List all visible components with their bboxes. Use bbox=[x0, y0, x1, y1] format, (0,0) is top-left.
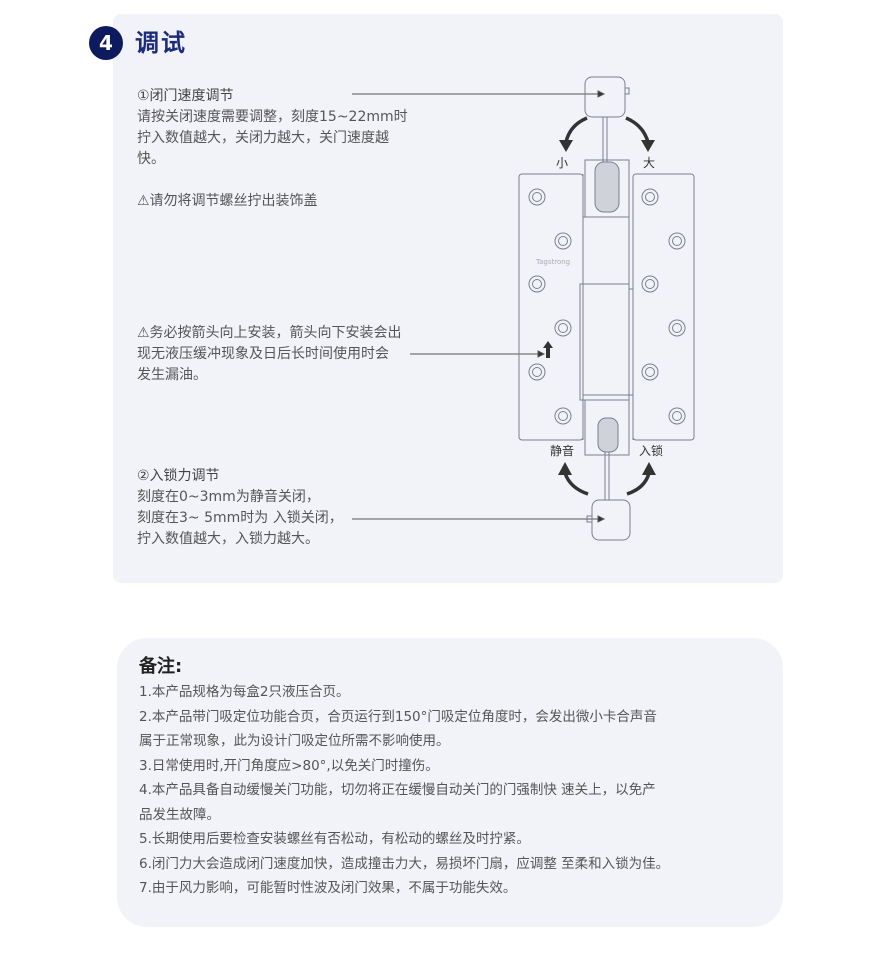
note-item: 属于正常现象，此为设计门吸定位所需不影响使用。 bbox=[139, 733, 450, 749]
speed-line: 拧入数值越大，关闭力越大，关门速度越 bbox=[137, 130, 389, 146]
note-item: 3.日常使用时,开门角度应>80°,以免关门时撞伤。 bbox=[139, 757, 439, 774]
note-item: 7.由于风力影响，可能暂时性波及闭门效果，不属于功能失效。 bbox=[139, 880, 517, 896]
install-warning-line: 发生漏油。 bbox=[137, 367, 207, 383]
speed-line: 请按关闭速度需要调整，刻度15~22mm时 bbox=[137, 109, 408, 125]
speed-adjustment-text: ①闭门速度调节 请按关闭速度需要调整，刻度15~22mm时 拧入数值越大，关闭力… bbox=[137, 86, 427, 212]
label-small: 小 bbox=[556, 156, 569, 170]
up-arrow-icon bbox=[543, 341, 553, 348]
speed-heading: ①闭门速度调节 bbox=[137, 88, 234, 104]
lock-line: 刻度在3~ 5mm时为 入锁关闭， bbox=[137, 510, 343, 526]
install-warning-line: 现无液压缓冲现象及日后长时间使用时会 bbox=[137, 346, 389, 362]
screw-warning: ⚠请勿将调节螺丝拧出装饰盖 bbox=[137, 193, 318, 209]
install-warning-line: ⚠务必按箭头向上安装，箭头向下安装会出 bbox=[137, 325, 402, 341]
notes-list: 1.本产品规格为每盒2只液压合页。 2.本产品带门吸定位功能合页，合页运行到15… bbox=[139, 680, 779, 901]
left-leaf bbox=[518, 173, 584, 441]
lock-line: 拧入数值越大，入锁力越大。 bbox=[137, 531, 319, 547]
label-lock: 入锁 bbox=[639, 444, 664, 458]
hinge-diagram bbox=[352, 76, 695, 541]
screw-holes bbox=[528, 188, 686, 425]
pointer-lines bbox=[352, 90, 606, 523]
note-item: 6.闭门力大会造成闭门速度加快，造成撞击力大，易损坏门扇，应调整 至柔和入锁为佳… bbox=[139, 855, 670, 872]
speed-adjust-knob bbox=[584, 76, 626, 118]
speed-line: 快。 bbox=[137, 151, 165, 167]
rotation-arrows bbox=[563, 116, 651, 496]
note-item: 4.本产品具备自动缓慢关门功能，切勿将正在缓慢自动关门的门强制快 速关上，以免产 bbox=[139, 782, 656, 798]
lock-line: 刻度在0~3mm为静音关闭， bbox=[137, 489, 320, 505]
lock-adjustment-text: ②入锁力调节 刻度在0~3mm为静音关闭， 刻度在3~ 5mm时为 入锁关闭， … bbox=[137, 466, 427, 550]
brand-logo: Tagstrong bbox=[536, 258, 571, 266]
notes-card bbox=[117, 638, 783, 927]
note-item: 1.本产品规格为每盒2只液压合页。 bbox=[139, 684, 350, 700]
note-item: 2.本产品带门吸定位功能合页，合页运行到150°门吸定位角度时，会发出微小卡合声… bbox=[139, 708, 657, 725]
note-item: 品发生故障。 bbox=[139, 806, 220, 823]
note-item: 5.长期使用后要检查安装螺丝有否松动，有松动的螺丝及时拧紧。 bbox=[139, 831, 530, 847]
step-number-badge: 4 bbox=[89, 26, 123, 60]
adjustment-card bbox=[113, 14, 783, 583]
right-leaf bbox=[632, 173, 695, 441]
label-silent: 静音 bbox=[550, 444, 575, 458]
notes-title: 备注: bbox=[139, 656, 183, 677]
lock-heading: ②入锁力调节 bbox=[137, 468, 220, 484]
section-title: 调试 bbox=[135, 29, 187, 57]
install-warning-text: ⚠务必按箭头向上安装，箭头向下安装会出 现无液压缓冲现象及日后长时间使用时会 发… bbox=[137, 323, 427, 386]
label-large: 大 bbox=[643, 156, 656, 170]
